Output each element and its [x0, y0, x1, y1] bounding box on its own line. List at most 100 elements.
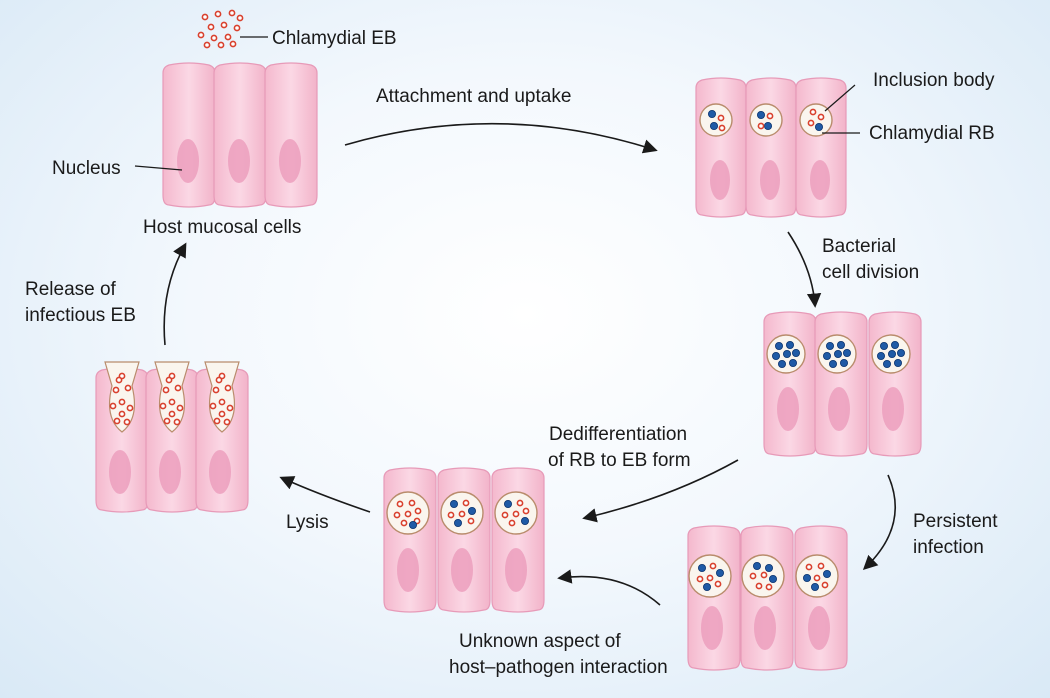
- inclusion-body: [749, 103, 783, 137]
- eb-particle: [207, 23, 215, 31]
- eb-particle: [209, 402, 217, 410]
- eb-particle: [706, 574, 714, 582]
- arrow-persistent: [862, 474, 896, 570]
- eb-particle: [229, 40, 237, 48]
- eb-particle: [393, 511, 401, 519]
- label-chlamydial-eb: Chlamydial EB: [272, 28, 397, 49]
- nucleus: [882, 387, 904, 431]
- rb-particle: [826, 341, 835, 350]
- eb-particle: [165, 376, 173, 384]
- eb-particle: [404, 510, 412, 518]
- rb-particle: [503, 499, 512, 508]
- nucleus: [505, 548, 527, 592]
- rb-particle: [811, 583, 820, 592]
- nucleus: [209, 450, 231, 494]
- nucleus: [228, 139, 250, 183]
- eb-particle: [233, 24, 241, 32]
- eb-particle: [755, 582, 763, 590]
- host-cell: [213, 62, 267, 208]
- eb-particle: [162, 386, 170, 394]
- nucleus: [808, 606, 830, 650]
- arrow-attachment: [344, 122, 658, 154]
- eb-particle: [112, 386, 120, 394]
- rb-particle: [783, 349, 792, 358]
- rb-particle: [829, 359, 838, 368]
- rb-particle: [843, 348, 852, 357]
- eb-cluster: [197, 9, 244, 49]
- rb-particle: [716, 569, 725, 578]
- eb-particle: [813, 574, 821, 582]
- arrow-bacterial-division: [787, 231, 822, 308]
- rb-particle: [765, 564, 774, 573]
- label-infectious-eb: infectious EB: [25, 305, 136, 326]
- label-infection: infection: [913, 537, 984, 558]
- eb-particle: [396, 500, 404, 508]
- eb-particle: [226, 404, 234, 412]
- eb-particle: [458, 510, 466, 518]
- eb-particle: [218, 410, 226, 418]
- eb-particle: [714, 580, 722, 588]
- label-host-pathogen: host–pathogen interaction: [449, 657, 668, 678]
- label-persistent: Persistent: [913, 511, 998, 532]
- eb-particle: [462, 499, 470, 507]
- eb-particle: [214, 10, 222, 18]
- eb-particle: [220, 21, 228, 29]
- leader-inclusion: [824, 84, 856, 112]
- eb-particle: [201, 13, 209, 21]
- rb-particle: [408, 521, 417, 530]
- eb-particle: [817, 113, 825, 121]
- cells-dedifferentiation: [383, 467, 545, 613]
- nucleus: [710, 160, 730, 200]
- rb-particle: [837, 340, 846, 349]
- rb-particle: [757, 111, 766, 120]
- eb-particle: [173, 418, 181, 426]
- nucleus: [109, 450, 131, 494]
- label-cell-division: cell division: [822, 262, 919, 283]
- eb-particle: [168, 410, 176, 418]
- eb-particle: [766, 112, 774, 120]
- ruptured-inclusion: [204, 361, 240, 433]
- eb-particle: [217, 41, 225, 49]
- rb-particle: [778, 359, 787, 368]
- arrow-unknown-aspect: [557, 569, 661, 606]
- leader-lines: [134, 36, 860, 171]
- nucleus: [754, 606, 776, 650]
- eb-particle: [223, 418, 231, 426]
- nucleus: [701, 606, 723, 650]
- rb-particle: [891, 340, 900, 349]
- eb-particle: [805, 563, 813, 571]
- nucleus: [828, 387, 850, 431]
- rb-particle: [888, 349, 897, 358]
- label-unknown-aspect: Unknown aspect of: [459, 631, 621, 652]
- label-nucleus: Nucleus: [52, 158, 121, 179]
- rb-particle: [840, 358, 849, 367]
- rb-particle: [453, 519, 462, 528]
- label-inclusion-body: Inclusion body: [873, 70, 995, 91]
- eb-particle: [414, 507, 422, 515]
- eb-particle: [765, 583, 773, 591]
- eb-particle: [123, 418, 131, 426]
- cell-groups: [95, 9, 922, 671]
- arrow-release: [163, 242, 187, 346]
- eb-particle: [197, 31, 205, 39]
- rb-particle: [710, 122, 719, 131]
- eb-particle: [817, 562, 825, 570]
- rb-particle: [764, 122, 773, 131]
- nucleus: [397, 548, 419, 592]
- rb-particle: [803, 574, 812, 583]
- inclusion-body: [699, 103, 733, 137]
- host-cell: [763, 311, 817, 457]
- eb-particle: [522, 507, 530, 515]
- cells-persistent: [687, 525, 848, 671]
- label-dedifferentiation: Dedifferentiation: [549, 424, 687, 445]
- rb-particle: [467, 506, 476, 515]
- eb-particle: [807, 119, 815, 127]
- rb-particle: [823, 570, 832, 579]
- cycle-arrows: [163, 122, 896, 606]
- text-labels: Chlamydial EB Nucleus Host mucosal cells…: [25, 28, 998, 678]
- eb-particle: [512, 510, 520, 518]
- eb-particle: [228, 9, 236, 17]
- rb-particle: [449, 499, 458, 508]
- rb-particle: [703, 583, 712, 592]
